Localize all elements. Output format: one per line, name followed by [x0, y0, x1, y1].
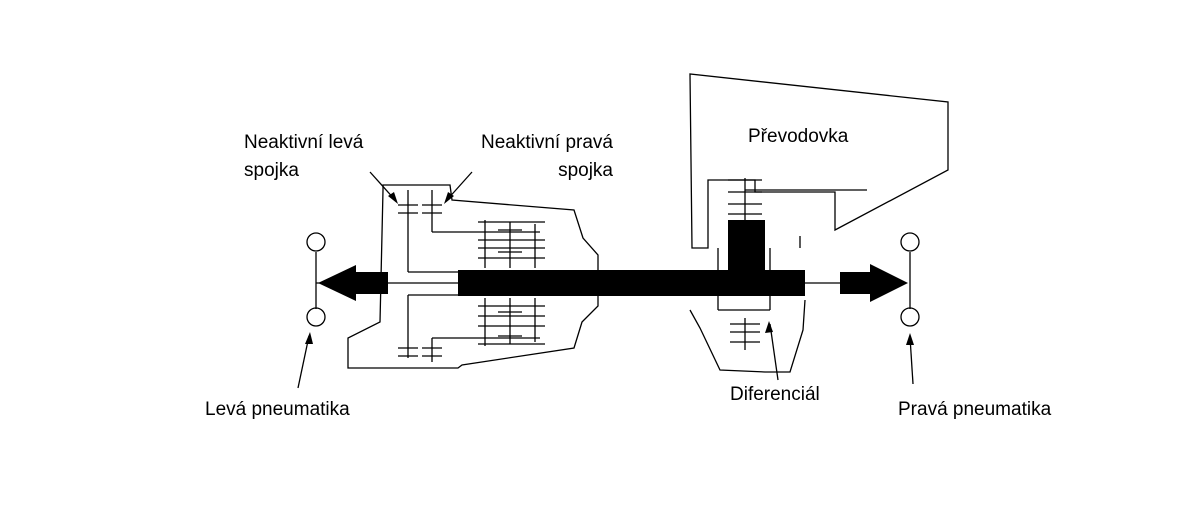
right-power-arrow: [840, 264, 908, 302]
planetary-gears-upper: [478, 220, 545, 268]
arrowhead-differential: [765, 321, 773, 333]
right-clutch-label-line1: Neaktivní pravá: [480, 132, 613, 153]
main-drive-shaft: [458, 270, 805, 296]
left-tire: [306, 232, 326, 327]
right-tire-label: Pravá pneumatika: [898, 399, 1052, 420]
right-clutch-label-line2: spojka: [558, 160, 613, 181]
arrowhead-right-clutch: [444, 192, 454, 204]
planetary-gears-lower: [478, 298, 545, 346]
left-clutch-label-line2: spojka: [244, 160, 299, 181]
arrowhead-left-tire: [305, 332, 313, 344]
gearbox-lower-outline: [689, 236, 806, 373]
gearbox-gear-stack: [728, 178, 762, 220]
arrowhead-right-tire: [906, 333, 914, 345]
right-tire: [900, 232, 920, 327]
left-housing: [347, 184, 599, 369]
left-inner-linkage: [378, 205, 540, 362]
left-power-arrow: [318, 265, 388, 301]
differential-gear-block: [728, 220, 765, 272]
gearbox-label: Převodovka: [748, 126, 849, 147]
left-clutch-label-line1: Neaktivní levá: [244, 132, 364, 153]
arrowhead-left-clutch: [388, 192, 398, 204]
left-tire-label: Levá pneumatika: [205, 399, 350, 420]
clutch-plates-top: [398, 190, 442, 214]
clutch-plates-bottom: [398, 347, 442, 357]
differential-label: Diferenciál: [730, 384, 820, 405]
